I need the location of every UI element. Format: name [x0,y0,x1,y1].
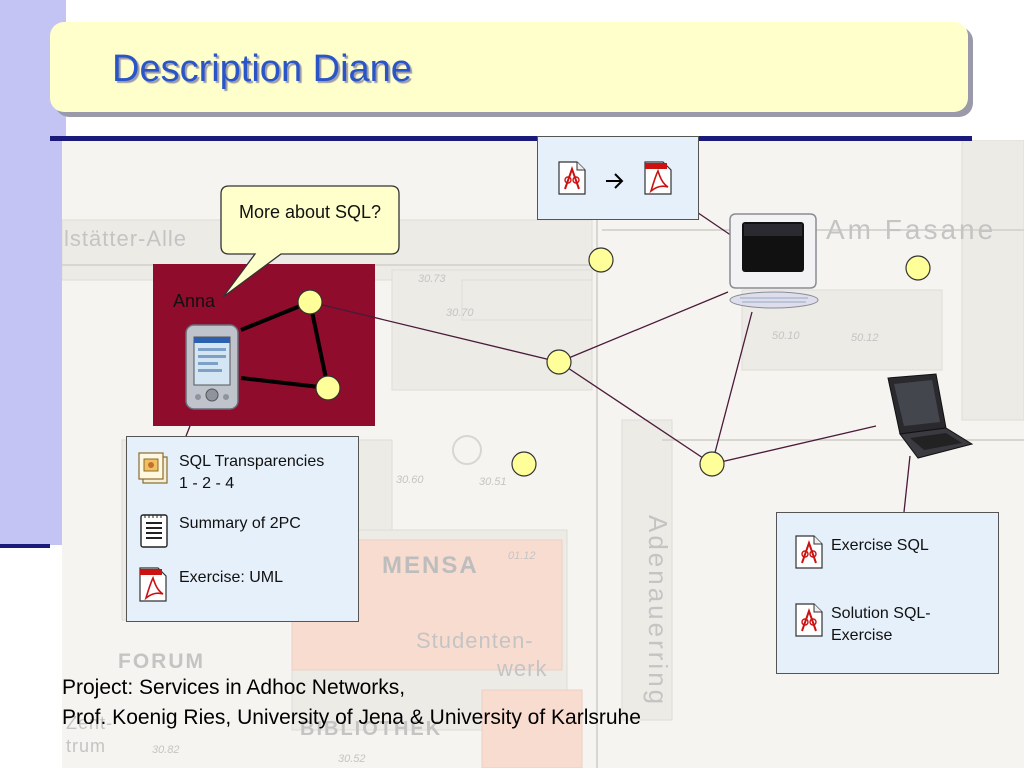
laptop-icon [887,373,974,459]
map-building-number: 30.70 [446,307,474,319]
document-label: SQL Transparencies 1 - 2 - 4 [179,453,325,492]
postscript-icon [558,161,586,195]
map-street-label: lstätter-Alle [64,226,188,251]
speech-bubble [220,185,400,298]
map-building-number: 30.73 [418,273,446,285]
postscript-icon [795,535,823,569]
text-document-icon [140,514,168,548]
slide-title: Description Diane [112,48,412,90]
list-item[interactable]: Exercise SQL [793,535,929,571]
documents-panel: SQL Transparencies 1 - 2 - 4 Summary of … [126,436,359,622]
presentation-icon [138,452,168,484]
map-building-label: Studenten- [416,628,534,653]
sidebar-accent-line [0,544,50,548]
exercise-label: Solution SQL- Exercise [831,605,931,644]
map-street-label: Adenauerring [643,515,673,708]
map-building-label: FORUM [118,650,205,673]
title-banner: Description Diane [50,22,968,112]
pdf-icon [139,567,167,602]
desktop-computer-icon [729,213,819,309]
list-item[interactable]: Summary of 2PC [137,513,301,549]
map-street-label: Am Fasane [826,214,997,245]
device-label: Anna [173,291,216,311]
list-item[interactable]: Solution SQL- Exercise [793,603,931,647]
list-item[interactable]: Exercise: UML [137,567,283,603]
footer-project: Project: Services in Adhoc Networks, [62,676,406,699]
exercise-label: Exercise SQL [831,537,929,554]
document-label: Summary of 2PC [179,515,301,532]
map-building-number: 50.10 [772,330,800,342]
map-building-label: trum [66,736,106,756]
map-building-number: 30.51 [479,476,507,488]
list-item[interactable]: SQL Transparencies 1 - 2 - 4 [137,451,324,495]
map-building-label: BIBLIOTHEK [300,718,443,740]
map-building-number: 30.60 [396,474,424,486]
postscript-icon [795,603,823,637]
map-building-label: Zent- [66,713,114,733]
map-building-number: 30.52 [338,753,366,765]
callout-text: More about SQL? [238,202,382,222]
map-building-label: werk [497,656,548,681]
pda-icon [185,324,239,410]
title-underline [50,136,972,141]
map-building-label: MENSA [382,552,479,579]
map-building-number: 50.12 [851,332,879,344]
conversion-panel [537,136,699,220]
exercises-panel: Exercise SQL Solution SQL- Exercise [776,512,999,674]
footer-credits: Prof. Koenig Ries, University of Jena & … [62,706,641,729]
pdf-icon [644,161,672,195]
map-building-number: 01.12 [508,550,536,562]
document-label: Exercise: UML [179,569,284,586]
arrow-right-icon [606,173,624,189]
map-building-number: 30.82 [152,744,180,756]
